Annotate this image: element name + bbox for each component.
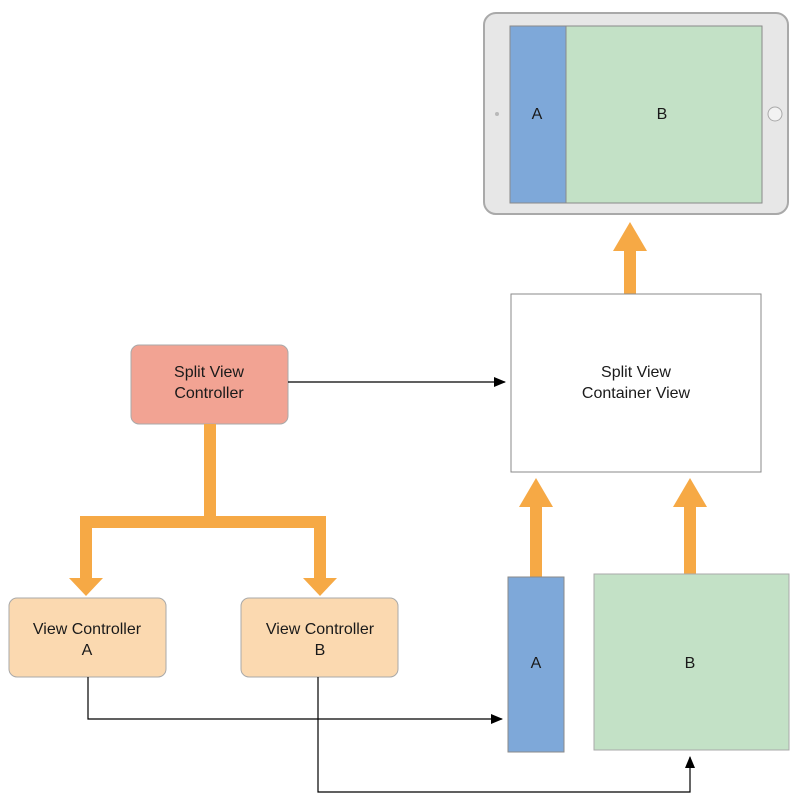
arrow-view-controller-b-to-view-b — [317, 677, 695, 793]
view-controller-a-box: View Controller A — [8, 597, 167, 678]
orange-arrow-container-to-ipad — [613, 222, 647, 294]
orange-tree-controller-to-children — [69, 424, 337, 596]
split-view-controller-label-line2: Controller — [174, 385, 244, 402]
orange-arrow-view-b-to-container — [673, 478, 707, 574]
container-view-label-line2: Container View — [582, 385, 691, 402]
split-view-controller-box: Split View Controller — [130, 344, 289, 425]
view-b-box: B — [593, 573, 790, 751]
ipad-pane-a — [509, 25, 567, 204]
view-controller-a-label-line2: A — [82, 642, 93, 659]
view-b-label: B — [685, 655, 696, 672]
view-a-label: A — [531, 655, 542, 672]
container-view-label-line1: Split View — [601, 364, 671, 381]
split-view-controller-label-line1: Split View — [174, 364, 244, 381]
ipad-device: A B — [483, 12, 789, 215]
view-controller-b-label-line2: B — [315, 642, 326, 659]
view-controller-b-box: View Controller B — [240, 597, 399, 678]
ipad-pane-a-label: A — [532, 106, 543, 123]
ipad-pane-b — [565, 25, 763, 204]
ipad-pane-b-label: B — [657, 106, 668, 123]
view-controller-a-label-line1: View Controller — [33, 621, 142, 638]
split-view-container-view: Split View Container View — [510, 293, 762, 473]
view-a-box: A — [507, 576, 565, 753]
ipad-camera-icon — [495, 112, 499, 116]
arrow-view-controller-a-to-view-a — [87, 677, 503, 724]
ipad-home-button-icon — [767, 106, 783, 122]
orange-arrow-view-a-to-container — [519, 478, 553, 578]
view-controller-b-label-line1: View Controller — [266, 621, 375, 638]
